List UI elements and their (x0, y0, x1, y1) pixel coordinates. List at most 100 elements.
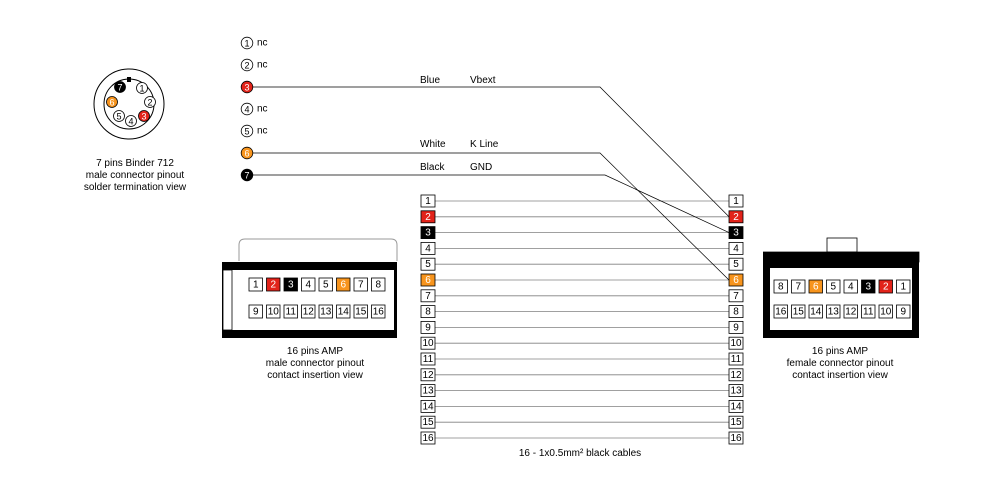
female-amp-pin-7-number: 7 (795, 282, 801, 293)
cable-left-pin-12-number: 12 (422, 370, 434, 381)
cable-right-pin-12-box (728, 368, 744, 382)
binder-pin-6 (240, 146, 254, 160)
cable-right-pin-15-number: 15 (730, 417, 742, 428)
female-amp-pin-16-number: 16 (775, 307, 787, 318)
wire-color-black: Black (420, 162, 445, 173)
cable-right-pin-13-number: 13 (730, 386, 742, 397)
cable-left-pin-10-box (420, 336, 436, 350)
female-amp-pin-8-box (773, 279, 788, 294)
female-amp-pin-3-number: 3 (865, 282, 871, 293)
male-amp-pin-4-number: 4 (305, 280, 311, 291)
binder-face-pin-2 (144, 96, 156, 108)
female-amp-pin-15-number: 15 (793, 307, 805, 318)
cable-right-pin-1-number: 1 (733, 196, 739, 207)
male-amp-pin-14-number: 14 (338, 307, 350, 318)
signal-vbext: Vbext (470, 75, 496, 86)
female-amp-pin-3-box (861, 279, 876, 294)
cable-right-pin-7-number: 7 (733, 291, 739, 302)
cable-right-pin-9-box (728, 320, 744, 334)
cable-left-pin-13-box (420, 384, 436, 398)
cable-right-pin-12-number: 12 (730, 370, 742, 381)
cable-left-pin-9-box (420, 320, 436, 334)
female-amp-pin-8-number: 8 (778, 282, 784, 293)
wire-color-blue: Blue (420, 75, 441, 86)
female-amp-caption-line-3: contact insertion view (792, 370, 888, 381)
male-amp-pin-6-box (336, 277, 351, 292)
cable-left-pin-5-box (420, 257, 436, 271)
binder-pin-1 (240, 36, 254, 50)
binder-pin-7-number: 7 (244, 171, 249, 181)
male-amp-pin-7-number: 7 (358, 280, 364, 291)
female-amp-pin-7-box (791, 279, 806, 294)
cable-left-pin-2-box (420, 210, 436, 224)
female-amp-pin-16-box (773, 304, 788, 319)
binder-face-pin-4 (125, 115, 137, 127)
cable-left-pin-3-box (420, 226, 436, 240)
binder-pin-2 (240, 58, 254, 72)
male-amp-pin-3-box (283, 277, 298, 292)
cable-right-pin-16-box (728, 431, 744, 445)
cable-left-pin-13-number: 13 (422, 386, 434, 397)
binder-face-pin-7 (114, 81, 126, 93)
cable-left-pin-4-box (420, 241, 436, 255)
male-amp-pin-7-box (353, 277, 368, 292)
cable-left-pin-5-number: 5 (425, 259, 431, 270)
binder-pin-2-number: 2 (244, 61, 249, 71)
cable-right-pin-4-number: 4 (733, 243, 739, 254)
male-amp-latch (222, 269, 233, 331)
cable-right-pin-2-number: 2 (733, 212, 739, 223)
male-amp-pin-15-number: 15 (355, 307, 367, 318)
cable-left-pin-11-box (420, 352, 436, 366)
cable-right-pin-10-number: 10 (730, 338, 742, 349)
signal-gnd: GND (470, 162, 493, 173)
binder-pin-4 (240, 102, 254, 116)
male-amp-caption-line-1: 16 pins AMP (286, 346, 344, 357)
cable-left-pin-14-box (420, 399, 436, 413)
male-amp-pin-9-number: 9 (253, 307, 259, 318)
cable-left-pin-12-box (420, 368, 436, 382)
male-amp-pin-5-box (318, 277, 333, 292)
female-amp-caption-line-1: 16 pins AMP (811, 346, 869, 357)
binder-pin-1-label: nc (257, 38, 268, 49)
cable-left-pin-8-box (420, 305, 436, 319)
cable-left-pin-11-number: 11 (423, 354, 434, 365)
female-amp-pin-13-box (826, 304, 841, 319)
female-amp-pin-11-number: 11 (863, 307, 874, 318)
cable-right-pin-11-number: 11 (731, 354, 742, 365)
female-amp-pin-4-box (843, 279, 858, 294)
female-amp-pin-6-number: 6 (813, 282, 819, 293)
cable-left-pin-1-box (420, 194, 436, 208)
binder-pin-4-number: 4 (244, 105, 249, 115)
cable-left-pin-7-number: 7 (425, 291, 431, 302)
wire-color-white: White (420, 139, 446, 150)
binder-pin-5-number: 5 (244, 127, 249, 137)
female-amp-pin-15-box (791, 304, 806, 319)
male-amp-pin-5-number: 5 (323, 280, 329, 291)
female-amp-pin-9-number: 9 (900, 307, 906, 318)
cable-right-pin-4-box (728, 241, 744, 255)
male-amp-pin-9-box (248, 304, 263, 319)
cable-right-pin-3-number: 3 (733, 228, 739, 239)
male-amp-pin-3-number: 3 (288, 280, 294, 291)
cable-left-pin-2-number: 2 (425, 212, 431, 223)
cable-left-pin-8-number: 8 (425, 307, 431, 318)
cable-left-pin-9-number: 9 (425, 322, 431, 333)
female-amp-pin-5-box (826, 279, 841, 294)
female-amp-pin-1-box (896, 279, 911, 294)
male-amp-pin-11-number: 11 (286, 307, 297, 318)
male-amp-pin-8-box (371, 277, 386, 292)
male-amp-pin-15-box (353, 304, 368, 319)
cable-right-pin-9-number: 9 (733, 322, 739, 333)
male-amp-caption-line-2: male connector pinout (265, 358, 365, 369)
binder-pin-1-number: 1 (244, 39, 249, 49)
binder-pin-3-number: 3 (244, 83, 249, 93)
cable-left-pin-15-box (420, 415, 436, 429)
female-amp-caption: 16 pins AMP female connector pinout cont… (740, 346, 940, 382)
female-amp-pin-9-box (896, 304, 911, 319)
female-amp-pin-14-box (808, 304, 823, 319)
cable-right-pin-16-number: 16 (730, 433, 742, 444)
female-amp-pin-10-box (878, 304, 893, 319)
cable-left-pin-14-number: 14 (422, 401, 434, 412)
male-amp-pin-16-box (371, 304, 386, 319)
